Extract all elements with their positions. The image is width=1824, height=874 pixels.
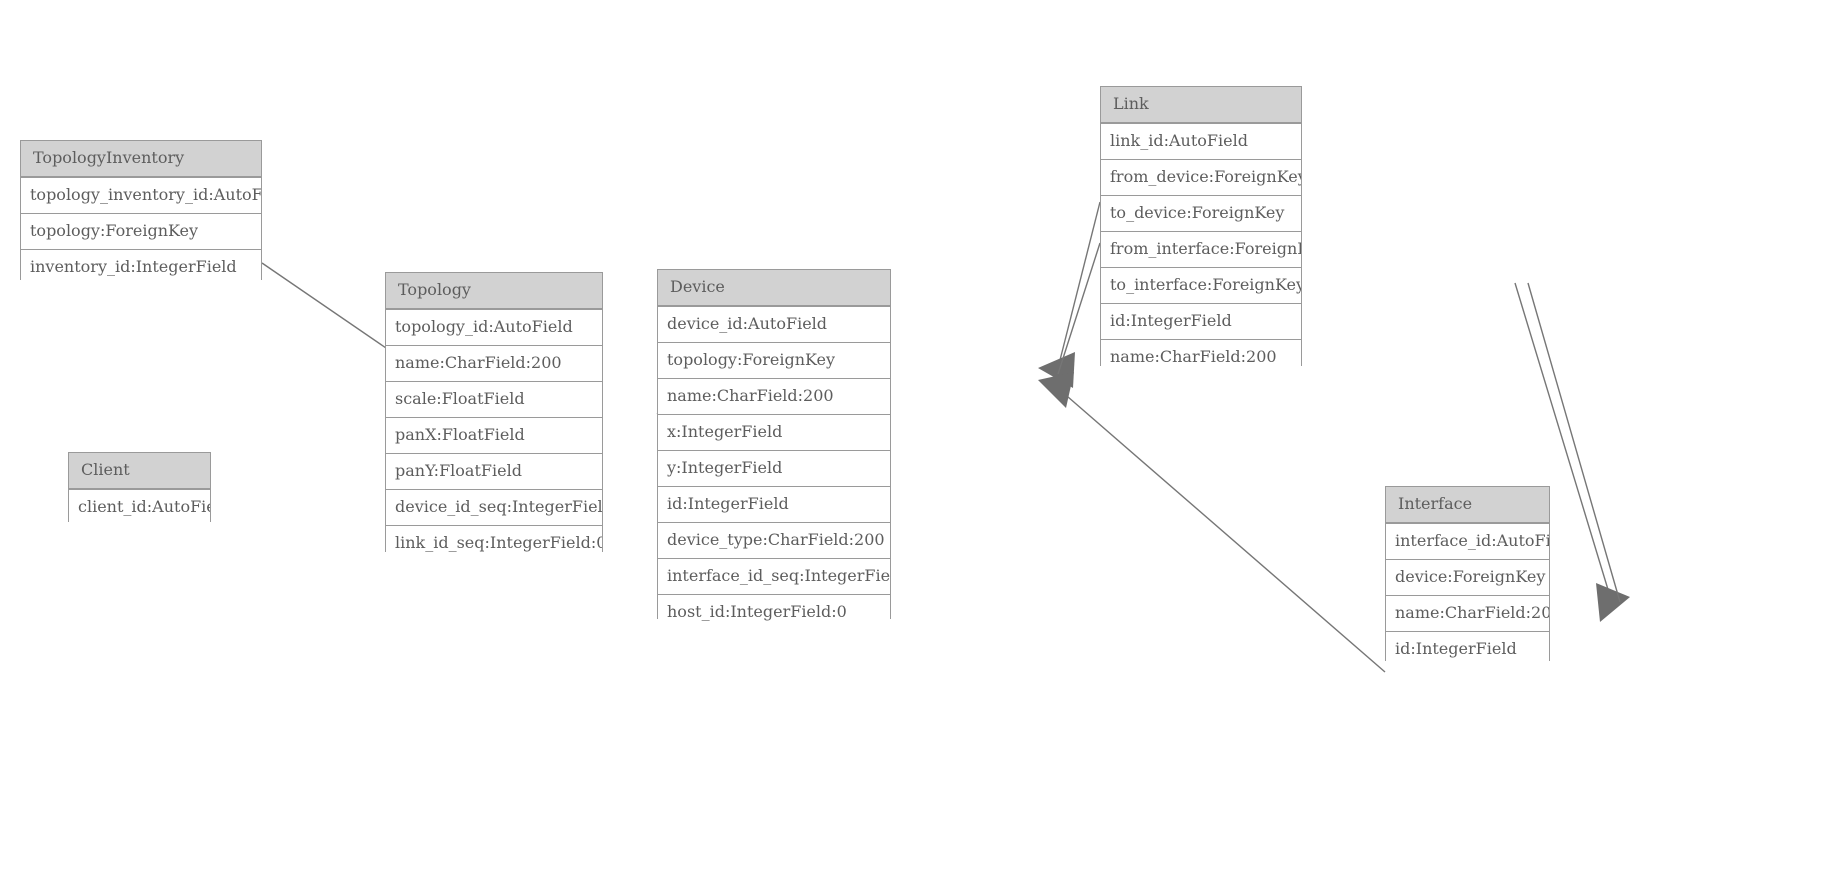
field-row[interactable]: device:ForeignKey <box>1386 559 1549 595</box>
relationship-link-to-device <box>1057 242 1101 375</box>
field-row[interactable]: interface_id:AutoField <box>1386 523 1549 559</box>
field-row[interactable]: name:CharField:200 <box>386 345 602 381</box>
field-row[interactable]: id:IntegerField <box>658 486 890 522</box>
field-row[interactable]: topology_id:AutoField <box>386 309 602 345</box>
field-row[interactable]: link_id:AutoField <box>1101 123 1301 159</box>
entity-title-client: Client <box>69 453 210 489</box>
field-row[interactable]: from_device:ForeignKey <box>1101 159 1301 195</box>
field-row[interactable]: from_interface:ForeignKey <box>1101 231 1301 267</box>
field-row[interactable]: scale:FloatField <box>386 381 602 417</box>
field-row[interactable]: device_type:CharField:200 <box>658 522 890 558</box>
field-row[interactable]: topology:ForeignKey <box>658 342 890 378</box>
field-row[interactable]: interface_id_seq:IntegerField:0 <box>658 558 890 594</box>
relationship-interface-device <box>1038 372 1386 673</box>
field-row[interactable]: topology_inventory_id:AutoField <box>21 177 261 213</box>
field-row[interactable]: device_id:AutoField <box>658 306 890 342</box>
field-row[interactable]: to_interface:ForeignKey <box>1101 267 1301 303</box>
field-row[interactable]: panX:FloatField <box>386 417 602 453</box>
field-row[interactable]: id:IntegerField <box>1386 631 1549 667</box>
field-row[interactable]: link_id_seq:IntegerField:0 <box>386 525 602 561</box>
entity-title-topology_inventory: TopologyInventory <box>21 141 261 177</box>
field-row[interactable]: y:IntegerField <box>658 450 890 486</box>
entity-interface[interactable]: Interfaceinterface_id:AutoFielddevice:Fo… <box>1385 486 1550 667</box>
entity-title-topology: Topology <box>386 273 602 309</box>
field-row[interactable]: to_device:ForeignKey <box>1101 195 1301 231</box>
field-row[interactable]: name:CharField:200 <box>1101 339 1301 375</box>
entity-title-device: Device <box>658 270 890 306</box>
field-row[interactable]: device_id_seq:IntegerField:0 <box>386 489 602 525</box>
entity-title-interface: Interface <box>1386 487 1549 523</box>
field-row[interactable]: client_id:AutoField <box>69 489 210 525</box>
field-row[interactable]: panY:FloatField <box>386 453 602 489</box>
relationship-link-from-device <box>1038 201 1101 388</box>
field-row[interactable]: x:IntegerField <box>658 414 890 450</box>
field-row[interactable]: inventory_id:IntegerField <box>21 249 261 285</box>
field-row[interactable]: topology:ForeignKey <box>21 213 261 249</box>
field-row[interactable]: name:CharField:200 <box>1386 595 1549 631</box>
field-row[interactable]: id:IntegerField <box>1101 303 1301 339</box>
field-row[interactable]: name:CharField:200 <box>658 378 890 414</box>
entity-title-link: Link <box>1101 87 1301 123</box>
field-row[interactable]: host_id:IntegerField:0 <box>658 594 890 630</box>
